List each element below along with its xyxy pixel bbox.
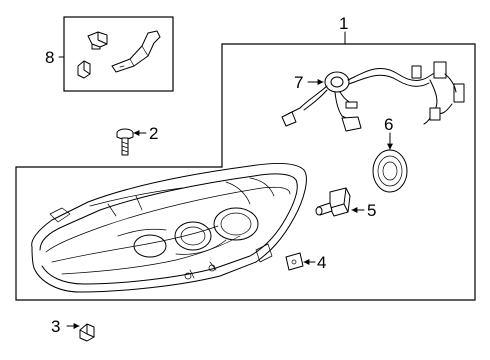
- callout-5: 5: [367, 201, 376, 220]
- callout-4: 4: [317, 253, 326, 272]
- callout-8: 8: [45, 48, 54, 67]
- headlamp-assembly: [31, 162, 307, 293]
- callout-1: 1: [339, 14, 348, 33]
- wiring-harness-part: [281, 61, 465, 132]
- leader-lines: [58, 31, 393, 329]
- callout-2: 2: [149, 124, 158, 143]
- retaining-clip-part: [79, 323, 95, 342]
- small-bracket-part: [285, 252, 304, 271]
- adjusting-screw-part: [116, 128, 134, 156]
- mounting-bracket-part: [77, 30, 161, 79]
- headlamp-assembly-outline: [15, 43, 476, 301]
- dust-cover-part: [372, 149, 408, 193]
- callout-6: 6: [384, 115, 393, 134]
- callout-7: 7: [294, 73, 303, 92]
- bulb-socket-part: [315, 187, 351, 217]
- callout-3: 3: [51, 317, 60, 336]
- bracket-kit-box: [63, 16, 174, 92]
